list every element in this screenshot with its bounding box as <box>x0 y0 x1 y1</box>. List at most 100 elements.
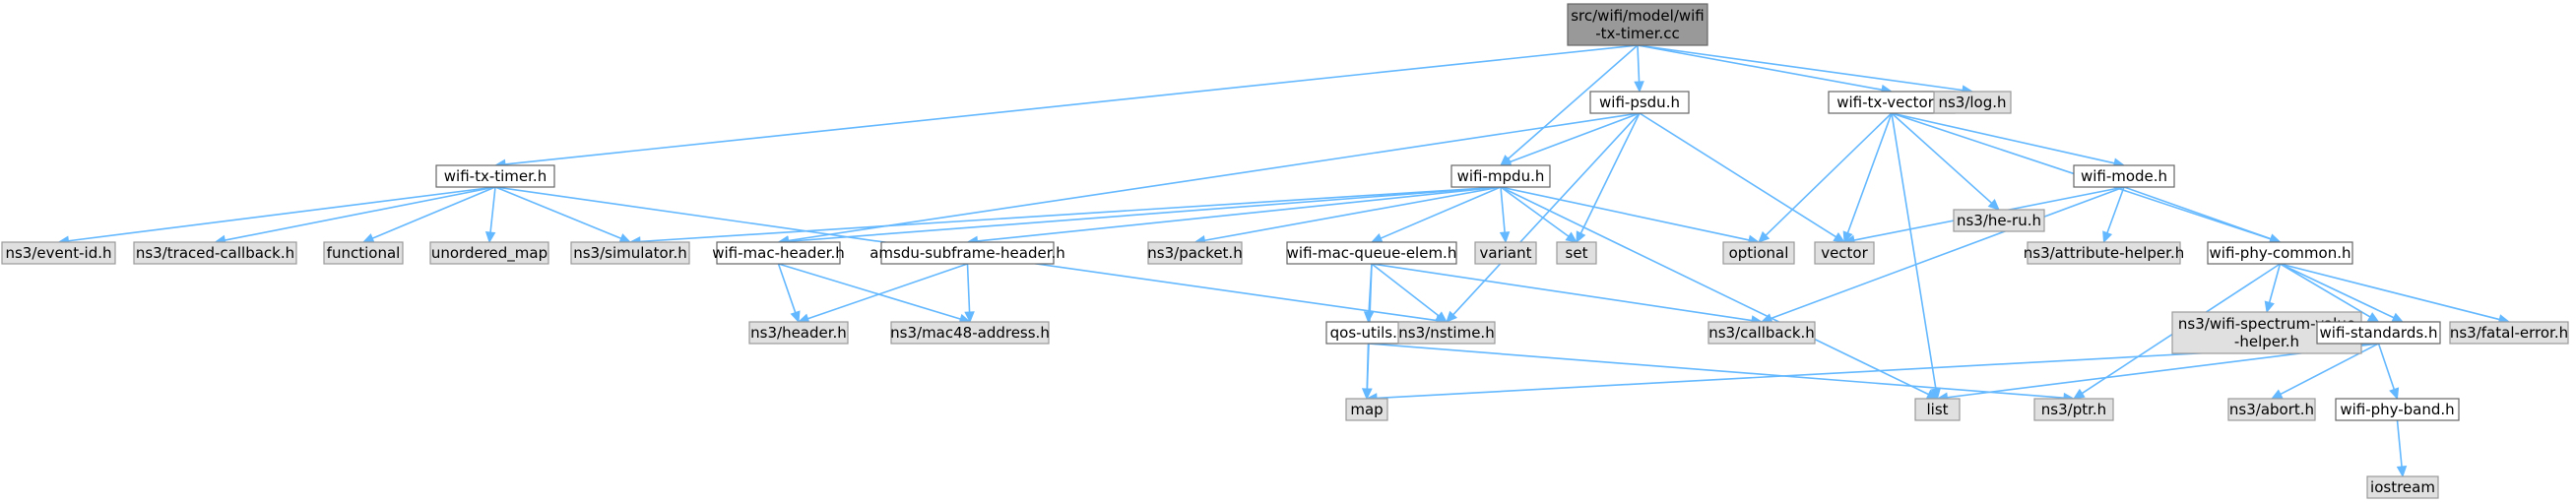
edge-root-to-psdu <box>1634 44 1644 94</box>
node-box <box>890 321 1050 345</box>
node-src-wifi-model-wifi-tx-timer-cc[interactable]: src/wifi/model/wifi-tx-timer.cc <box>1567 3 1708 46</box>
edge-phycommon-to-standards <box>2280 263 2380 323</box>
node-label: wifi-phy-common.h <box>2210 244 2351 262</box>
node-wifi-phy-common-h[interactable]: wifi-phy-common.h <box>2207 241 2353 265</box>
node-ns3-simulator-h[interactable]: ns3/simulator.h <box>570 241 690 265</box>
node-ns3-callback-h[interactable]: ns3/callback.h <box>1707 321 1816 345</box>
node-wifi-mac-queue-elem-h[interactable]: wifi-mac-queue-elem.h <box>1286 241 1457 265</box>
node-functional[interactable]: functional <box>323 241 404 265</box>
node-ns3-attribute-helper-h[interactable]: ns3/attribute-helper.h <box>2024 241 2184 265</box>
edges-layer <box>57 44 2511 478</box>
node-label: ns3/callback.h <box>1708 324 1815 342</box>
node-label: wifi-mpdu.h <box>1457 167 1545 185</box>
edge-txtimer-to-simulator <box>494 186 632 243</box>
node-ns3-log-h[interactable]: ns3/log.h <box>1933 91 2012 114</box>
node-wifi-tx-timer-h[interactable]: wifi-tx-timer.h <box>435 164 555 188</box>
node-ns3-he-ru-h[interactable]: ns3/he-ru.h <box>1953 209 2045 232</box>
edge-arrowhead <box>1833 231 1846 243</box>
node-box <box>2033 398 2114 421</box>
edge-line <box>2396 419 2403 468</box>
node-unordered-map[interactable]: unordered_map <box>429 241 549 265</box>
node-box <box>435 164 555 188</box>
edge-txvector-to-optional <box>1758 112 1893 243</box>
edge-line <box>788 186 1502 243</box>
edge-psdu-to-set <box>1576 112 1641 244</box>
node-map[interactable]: map <box>1345 398 1388 421</box>
edge-arrowhead <box>964 311 975 324</box>
node-ns3-nstime-h[interactable]: ns3/nstime.h <box>1397 321 1496 345</box>
edge-qos-to-map <box>1362 343 1373 401</box>
node-label: wifi-mac-header.h <box>712 244 845 262</box>
edge-mode-to-phycommon <box>2123 186 2282 244</box>
node-ns3-traced-callback-h[interactable]: ns3/traced-callback.h <box>133 241 297 265</box>
node-ns3-packet-h[interactable]: ns3/packet.h <box>1147 241 1243 265</box>
node-box <box>1397 321 1496 345</box>
node-qos-utils-h[interactable]: qos-utils.h <box>1325 321 1411 345</box>
edge-line <box>1500 186 1750 241</box>
node-wifi-mac-header-h[interactable]: wifi-mac-header.h <box>712 241 845 265</box>
edge-line <box>1371 263 1440 317</box>
node-box <box>1953 209 2045 232</box>
edge-txvector-to-list <box>1891 112 1942 401</box>
node-wifi-psdu-h[interactable]: wifi-psdu.h <box>1589 91 1690 114</box>
edge-line <box>1368 343 2065 400</box>
edge-line <box>1891 112 2115 164</box>
edge-arrowhead <box>1576 230 1586 244</box>
node-label: ns3/he-ru.h <box>1957 212 2041 229</box>
node-ns3-header-h[interactable]: ns3/header.h <box>748 321 849 345</box>
node-list[interactable]: list <box>1914 398 1961 421</box>
edge-line <box>2280 343 2379 396</box>
node-label: set <box>1566 244 1588 262</box>
node-ns3-fatal-error-h[interactable]: ns3/fatal-error.h <box>2449 321 2569 345</box>
edge-line <box>1891 112 1993 204</box>
node-label: unordered_map <box>431 244 547 263</box>
edge-txvector-to-vector <box>1842 112 1893 244</box>
edge-queueelem-to-callback <box>1371 263 1764 326</box>
node-label: ns3/nstime.h <box>1398 324 1494 342</box>
edge-line <box>1204 186 1502 242</box>
node-vector[interactable]: vector <box>1814 241 1875 265</box>
node-label: ns3/attribute-helper.h <box>2024 244 2184 262</box>
node-box <box>1707 321 1816 345</box>
edge-txtimer-to-umap <box>484 186 496 244</box>
node-label: ns3/traced-callback.h <box>136 244 294 262</box>
node-iostream[interactable]: iostream <box>2366 475 2439 499</box>
edge-line <box>1500 186 1929 396</box>
node-wifi-mpdu-h[interactable]: wifi-mpdu.h <box>1450 164 1551 188</box>
edge-line <box>1639 112 1836 238</box>
node-ns3-mac48-address-h[interactable]: ns3/mac48-address.h <box>890 321 1050 345</box>
edge-line <box>2280 263 2395 319</box>
node-wifi-standards-h[interactable]: wifi-standards.h <box>2316 321 2441 345</box>
node-wifi-mode-h[interactable]: wifi-mode.h <box>2073 164 2175 188</box>
edge-line <box>2268 263 2282 303</box>
edge-line <box>1366 343 1370 390</box>
edge-mpdu-to-set <box>1500 186 1578 243</box>
node-label: vector <box>1821 244 1868 262</box>
node-label: wifi-phy-band.h <box>2340 401 2454 418</box>
edge-phyband-to-iostream <box>2396 419 2408 478</box>
node-label: amsdu-subframe-header.h <box>869 244 1065 262</box>
edge-line <box>1579 112 1641 234</box>
edge-arrowhead <box>1499 231 1511 244</box>
node-ns3-ptr-h[interactable]: ns3/ptr.h <box>2033 398 2114 421</box>
node-optional[interactable]: optional <box>1722 241 1795 265</box>
edge-phycommon-to-spectrum <box>2264 263 2282 314</box>
node-variant[interactable]: variant <box>1474 241 1537 265</box>
node-ns3-abort-h[interactable]: ns3/abort.h <box>2227 398 2316 421</box>
node-box <box>133 241 297 265</box>
node-label: ns3/abort.h <box>2229 401 2314 418</box>
edge-line <box>371 186 496 239</box>
edge-line <box>788 112 1641 242</box>
node-ns3-event-id-h[interactable]: ns3/event-id.h <box>1 241 116 265</box>
edge-line <box>1846 112 1893 233</box>
node-amsdu-subframe-header-h[interactable]: amsdu-subframe-header.h <box>869 241 1065 265</box>
edge-arrowhead <box>2366 312 2380 323</box>
node-label: ns3/wifi-spectrum-value <box>2178 315 2355 333</box>
edge-line <box>1637 44 1641 83</box>
edge-line <box>1500 186 1506 233</box>
node-set[interactable]: set <box>1556 241 1597 265</box>
node-wifi-phy-band-h[interactable]: wifi-phy-band.h <box>2335 398 2460 421</box>
node-label: ns3/ptr.h <box>2041 401 2106 418</box>
edge-arrowhead <box>1446 310 1458 323</box>
